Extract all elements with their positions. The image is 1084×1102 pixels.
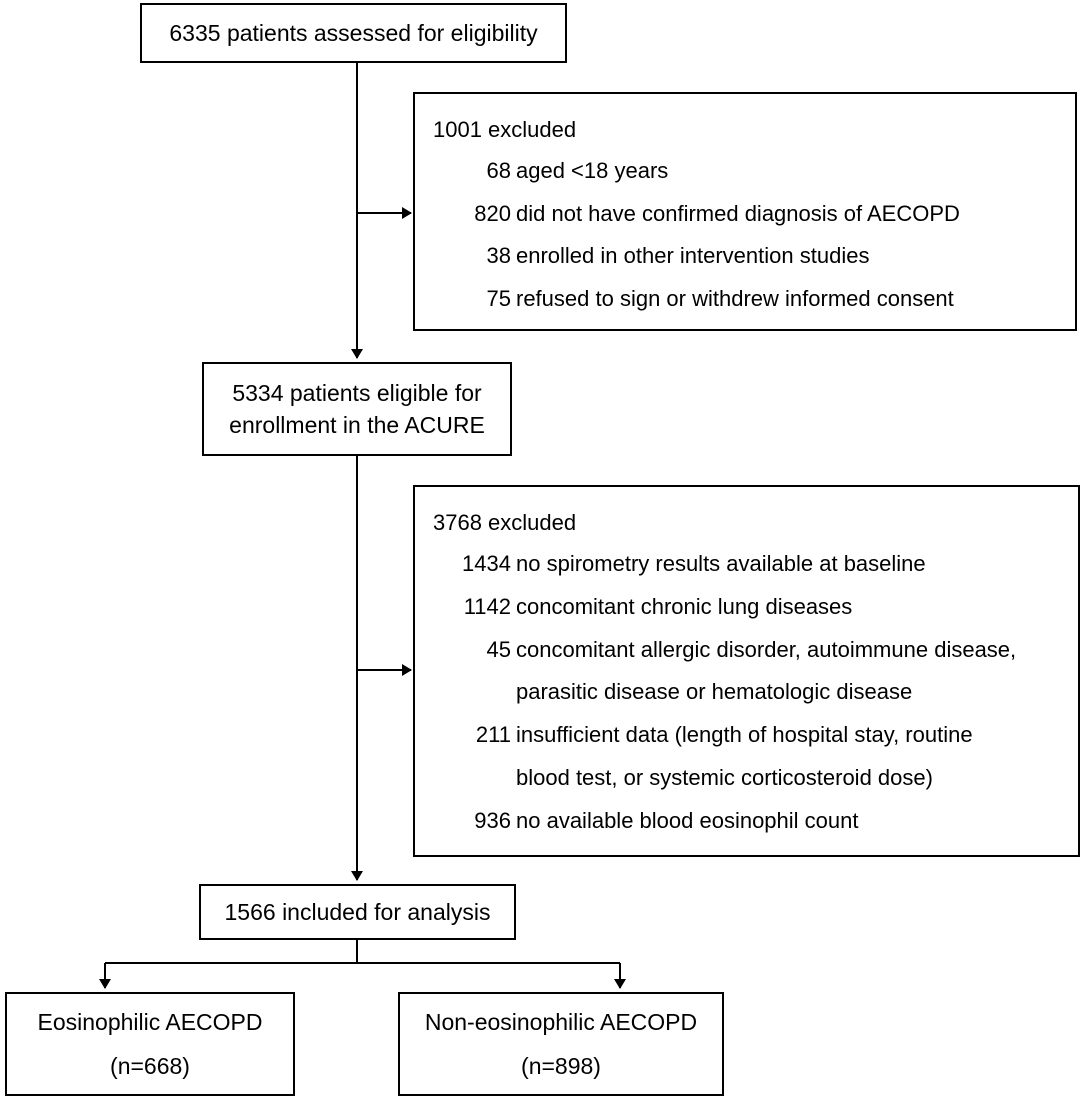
exclusion-2-item: 211 insufficient data (length of hospita… xyxy=(415,722,1078,752)
exclusion-2-count: 45 xyxy=(486,637,511,662)
node-assessed-label: 6335 patients assessed for eligibility xyxy=(169,20,538,46)
exclusion-2-count: 1142 xyxy=(463,594,511,619)
node-eosinophilic-line1: Eosinophilic AECOPD xyxy=(37,1009,263,1035)
exclusion-2-text-continued: blood test, or systemic corticosteroid d… xyxy=(516,765,933,790)
exclusion-2-text: concomitant allergic disorder, autoimmun… xyxy=(516,637,1017,662)
node-non-eosinophilic: Non-eosinophilic AECOPD (n=898) xyxy=(398,992,724,1096)
node-eligible-line1: 5334 patients eligible for xyxy=(232,380,482,406)
exclusion-box-1: 1001 excluded 68 aged <18 years 820 did … xyxy=(413,92,1077,331)
exclusion-2-item-continued: blood test, or systemic corticosteroid d… xyxy=(415,765,1078,795)
exclusion-2-text: insufficient data (length of hospital st… xyxy=(516,722,973,747)
exclusion-2-item-continued: parasitic disease or hematologic disease xyxy=(415,679,1078,709)
node-included-label: 1566 included for analysis xyxy=(224,899,491,925)
exclusion-1-header: 1001 excluded xyxy=(433,117,577,142)
node-included: 1566 included for analysis xyxy=(199,884,516,940)
exclusion-1-count: 68 xyxy=(486,158,511,183)
exclusion-2-text: concomitant chronic lung diseases xyxy=(516,594,853,619)
exclusion-2-header: 3768 excluded xyxy=(433,510,577,535)
exclusion-1-text: refused to sign or withdrew informed con… xyxy=(516,286,954,311)
exclusion-2-count: 1434 xyxy=(462,551,511,576)
exclusion-2-count: 936 xyxy=(474,808,511,833)
node-eosinophilic: Eosinophilic AECOPD (n=668) xyxy=(5,992,295,1096)
exclusion-1-text: did not have confirmed diagnosis of AECO… xyxy=(516,201,960,226)
node-assessed: 6335 patients assessed for eligibility xyxy=(140,3,567,63)
exclusion-1-text: enrolled in other intervention studies xyxy=(516,243,870,268)
exclusion-1-count: 820 xyxy=(474,201,511,226)
node-non-eosinophilic-line1: Non-eosinophilic AECOPD xyxy=(424,1009,698,1035)
exclusion-1-text: aged <18 years xyxy=(516,158,669,183)
exclusion-1-count: 75 xyxy=(486,286,511,311)
node-non-eosinophilic-line2: (n=898) xyxy=(521,1053,601,1079)
exclusion-2-item: 1142 concomitant chronic lung diseases xyxy=(415,594,1078,624)
exclusion-2-text: no spirometry results available at basel… xyxy=(516,551,926,576)
exclusion-2-count: 211 xyxy=(475,722,511,747)
exclusion-2-item: 1434 no spirometry results available at … xyxy=(415,551,1078,581)
exclusion-1-item: 820 did not have confirmed diagnosis of … xyxy=(415,201,1075,231)
exclusion-box-2: 3768 excluded 1434 no spirometry results… xyxy=(413,485,1080,857)
exclusion-1-item: 68 aged <18 years xyxy=(415,158,1075,188)
node-eligible: 5334 patients eligible for enrollment in… xyxy=(202,362,512,456)
exclusion-2-text: no available blood eosinophil count xyxy=(516,808,859,833)
exclusion-2-item: 45 concomitant allergic disorder, autoim… xyxy=(415,637,1078,667)
exclusion-2-item: 936 no available blood eosinophil count xyxy=(415,808,1078,838)
exclusion-2-text-continued: parasitic disease or hematologic disease xyxy=(516,679,913,704)
node-eligible-line2: enrollment in the ACURE xyxy=(229,412,485,438)
node-eosinophilic-line2: (n=668) xyxy=(110,1053,190,1079)
exclusion-1-count: 38 xyxy=(486,243,511,268)
exclusion-1-item: 75 refused to sign or withdrew informed … xyxy=(415,286,1075,316)
exclusion-1-item: 38 enrolled in other intervention studie… xyxy=(415,243,1075,273)
